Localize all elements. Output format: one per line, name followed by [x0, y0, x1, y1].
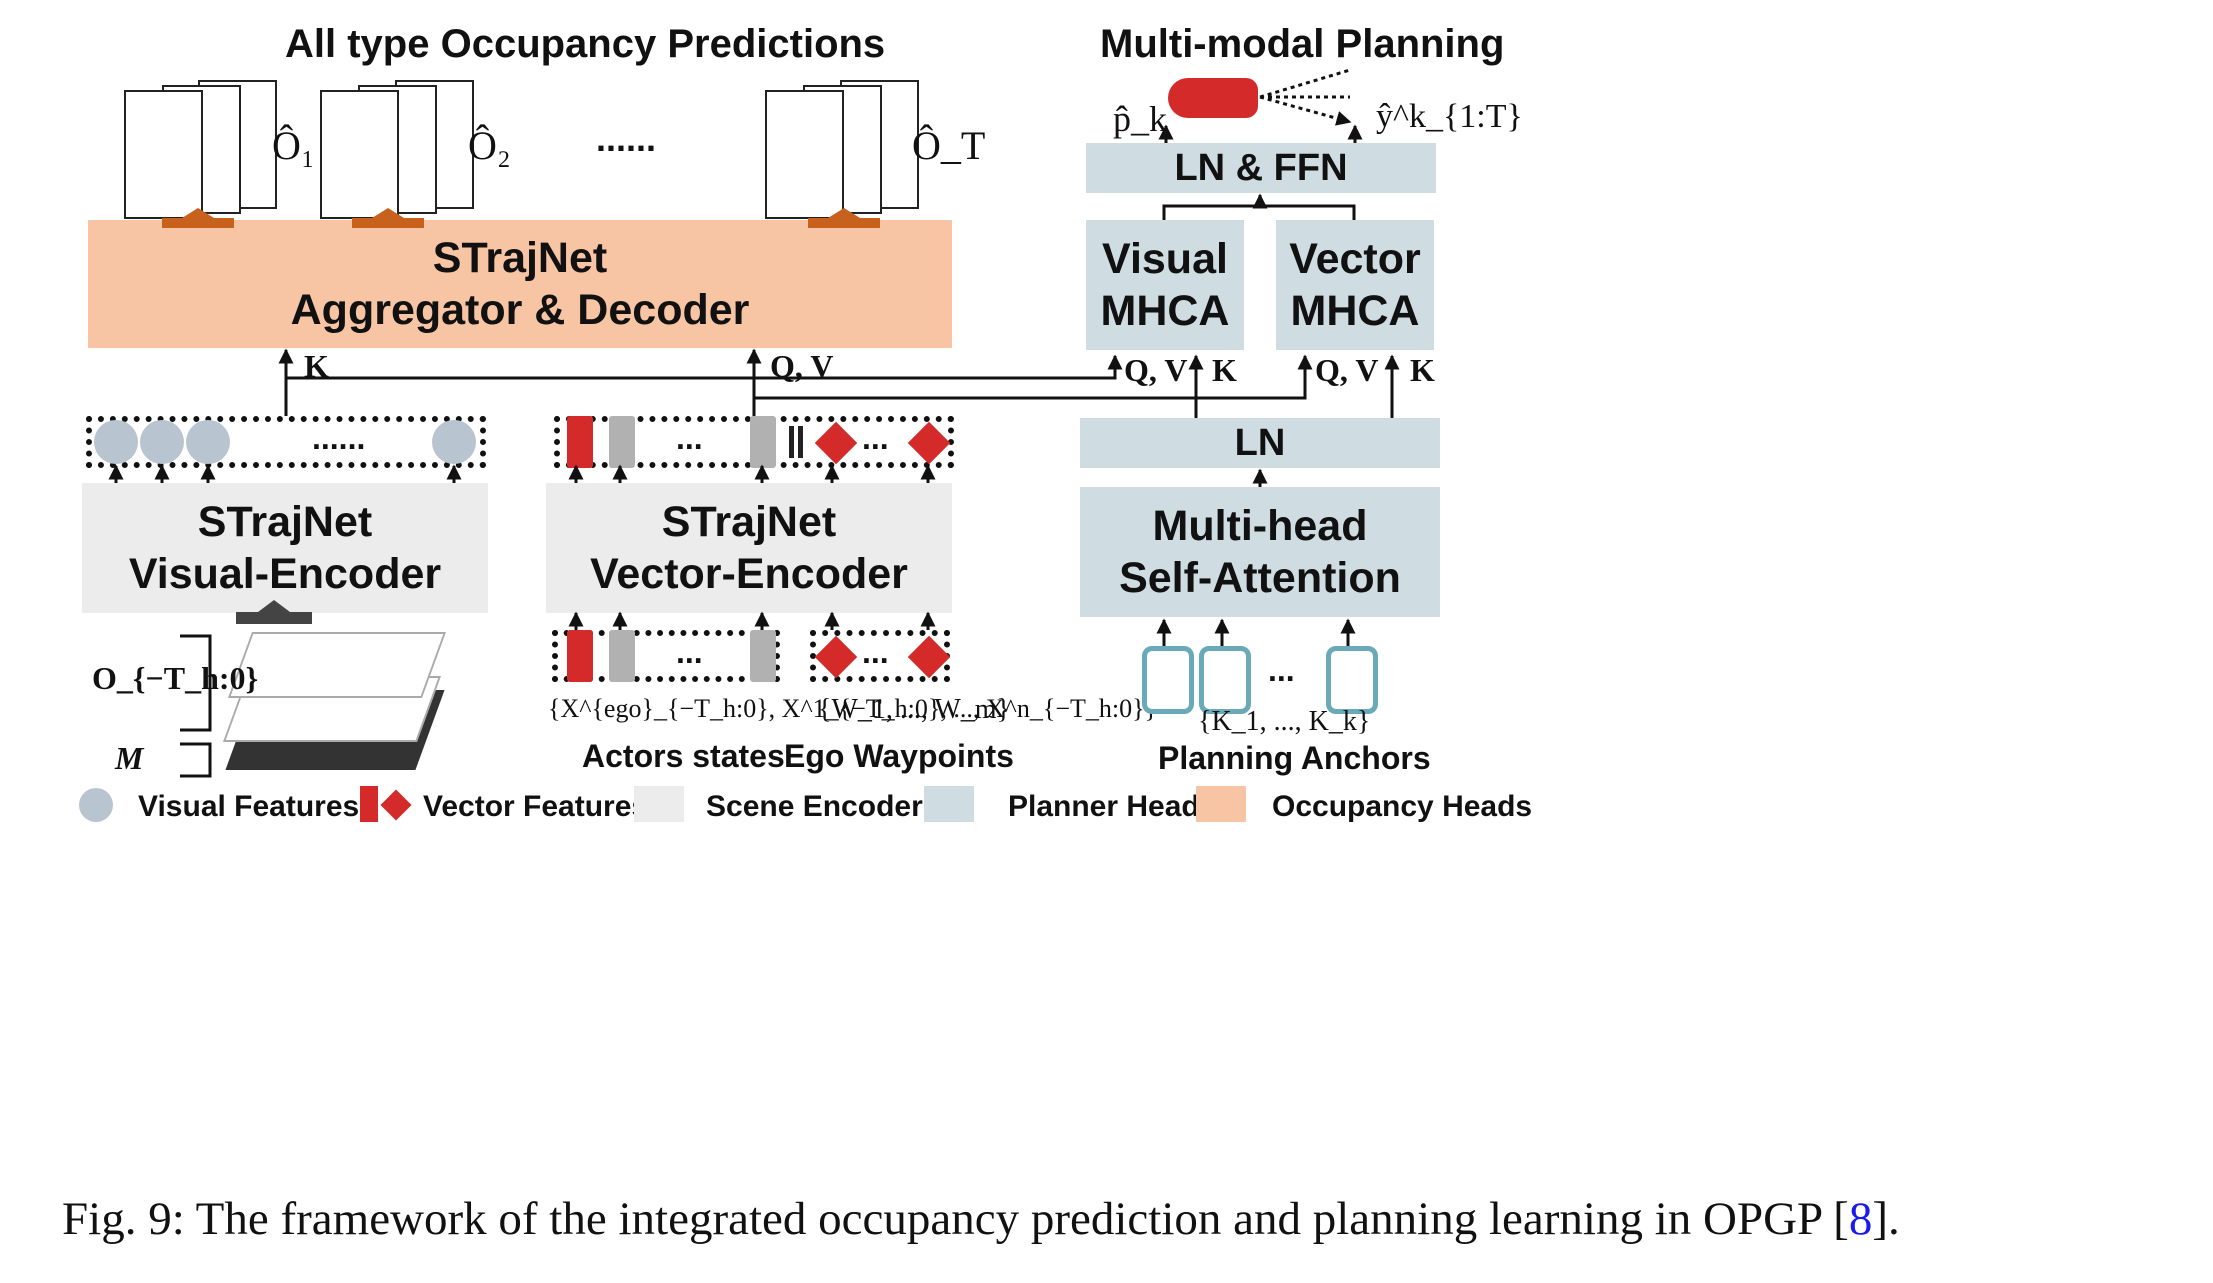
upsample-arrow-t	[808, 208, 880, 228]
ego-state-token	[567, 630, 593, 682]
aggregator-decoder-block: STrajNet Aggregator & Decoder	[88, 220, 952, 348]
multimodal-trajectory-arrows	[1259, 68, 1350, 122]
occupancy-grid-icon	[320, 90, 399, 219]
occupancy-output-2: Ô₂	[468, 123, 511, 168]
legend-vector-label: Vector Features	[423, 790, 649, 823]
aggregator-line2: Aggregator & Decoder	[290, 286, 750, 334]
planning-anchor-token	[1142, 646, 1194, 714]
anchors-label: Planning Anchors	[1158, 740, 1431, 776]
actor-states-row	[552, 630, 780, 682]
visual-features-row	[86, 416, 486, 468]
visual-encoder-line1: STrajNet	[197, 498, 373, 546]
planning-title: Multi-modal Planning	[1100, 22, 1505, 66]
vector-mhca-k-label: K	[1410, 352, 1435, 388]
ego-vehicle-icon	[1168, 78, 1258, 118]
occupancy-history-label: O_{−T_h:0}	[92, 660, 259, 696]
encoder-input-arrow	[236, 600, 312, 624]
legend-planner-label: Planner Heads	[1008, 790, 1217, 823]
figure-caption: Fig. 9: The framework of the integrated …	[62, 1192, 1900, 1246]
visual-feature-token	[186, 420, 230, 464]
vector-mhca-qv-label: Q, V	[1315, 352, 1379, 388]
legend-visual-label: Visual Features	[138, 790, 360, 823]
input-brackets	[180, 634, 212, 778]
visual-feature-token	[432, 420, 476, 464]
self-attention-line2: Self-Attention	[1119, 554, 1401, 602]
outputs-ellipsis: ......	[596, 118, 657, 159]
anchors-ellipsis: ...	[1268, 652, 1295, 688]
visual-encoder-block: STrajNet Visual-Encoder	[82, 483, 488, 613]
occupancy-output-t: Ô_T	[912, 123, 986, 168]
self-attention-block: Multi-head Self-Attention	[1080, 487, 1440, 617]
actor-vector-token	[609, 416, 635, 468]
visual-mhca-line2: MHCA	[1100, 287, 1230, 335]
visual-feature-token	[140, 420, 184, 464]
visual-mhca-block: Visual MHCA	[1086, 220, 1244, 350]
waypoints-label: Ego Waypoints	[784, 738, 1014, 774]
visual-encoder-line2: Visual-Encoder	[128, 550, 442, 598]
anchors-formula: {K_1, ..., K_k}	[1198, 706, 1371, 737]
visual-feature-token	[94, 420, 138, 464]
ego-waypoints-ellipsis: ...	[862, 634, 889, 670]
upsample-arrow-2	[352, 208, 424, 228]
vector-encoder-block: STrajNet Vector-Encoder	[546, 483, 952, 613]
ln-block: LN	[1080, 418, 1440, 468]
visual-mhca-k-label: K	[1212, 352, 1237, 388]
concat-divider	[798, 426, 803, 458]
ego-vector-token	[567, 416, 593, 468]
legend-encoder-swatch	[634, 786, 684, 822]
legend-vector-swatch	[360, 786, 378, 822]
vector-encoder-line1: STrajNet	[661, 498, 837, 546]
caption-end: ].	[1872, 1193, 1900, 1245]
upsample-arrow-1	[162, 208, 234, 228]
actor-state-token	[750, 630, 776, 682]
waypoints-formula: {W_1, ..., W_m}	[818, 694, 1011, 725]
legend-encoder-label: Scene Encoders	[706, 790, 940, 823]
actor-states-ellipsis: ...	[676, 634, 703, 670]
self-attention-line1: Multi-head	[1152, 502, 1368, 550]
legend-occupancy-swatch	[1196, 786, 1246, 822]
visual-features-ellipsis: ......	[312, 420, 366, 456]
vector-mhca-line2: MHCA	[1290, 287, 1420, 335]
visual-mhca-qv-label: Q, V	[1124, 352, 1188, 388]
visual-to-mhca-arrow	[286, 354, 1123, 380]
visual-mhca-line1: Visual	[1102, 235, 1228, 283]
legend-visual-swatch	[79, 788, 113, 822]
planning-anchor-token	[1326, 646, 1378, 714]
aggregator-line1: STrajNet	[432, 234, 608, 282]
occupancy-output-1: Ô₁	[272, 123, 315, 168]
map-label: M	[115, 740, 144, 776]
actor-vector-token	[750, 416, 776, 468]
actor-state-token	[609, 630, 635, 682]
vector-mhca-line1: Vector	[1289, 235, 1421, 283]
vector-to-mhca-arrow	[754, 354, 1313, 400]
legend-occupancy-label: Occupancy Heads	[1272, 790, 1533, 823]
caption-text: Fig. 9: The framework of the integrated …	[62, 1193, 1849, 1245]
actors-label: Actors states	[582, 738, 785, 774]
occupancy-grid-icon	[765, 90, 844, 219]
actors-ellipsis: ...	[676, 420, 703, 456]
probability-output: p̂_k	[1113, 99, 1167, 139]
mhca-to-ffn-arrow	[1162, 195, 1356, 220]
occupancy-grid-icon	[124, 90, 203, 219]
caption-reference-link[interactable]: 8	[1848, 1193, 1873, 1245]
legend-planner-swatch	[924, 786, 974, 822]
waypoints-ellipsis: ...	[862, 420, 889, 456]
concat-divider	[789, 426, 794, 458]
actor-states-formula: {X^{ego}_{−T_h:0}, X^1_{−T_h:0}, ..., X^…	[548, 694, 1158, 723]
planning-anchor-token	[1199, 646, 1251, 714]
trajectory-output: ŷ^k_{1:T}	[1376, 98, 1523, 135]
occupancy-title: All type Occupancy Predictions	[285, 22, 886, 66]
vector-mhca-block: Vector MHCA	[1276, 220, 1434, 350]
vector-encoder-line2: Vector-Encoder	[590, 550, 908, 598]
